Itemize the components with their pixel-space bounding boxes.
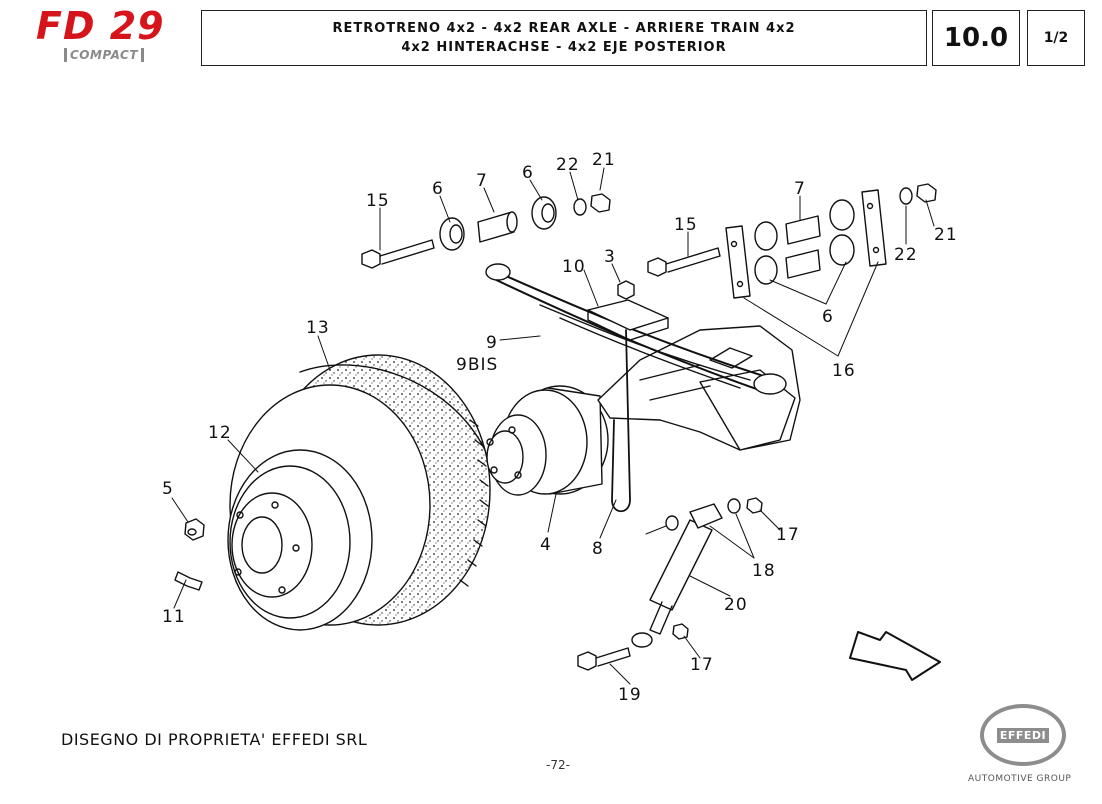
wheel-nut bbox=[184, 518, 205, 541]
leaf-spring bbox=[485, 263, 787, 395]
callout-6-top: 6 bbox=[522, 163, 534, 183]
callout-20: 20 bbox=[724, 595, 748, 615]
callout-15-top: 15 bbox=[366, 191, 390, 211]
ownership-notice: DISEGNO DI PROPRIETA' EFFEDI SRL bbox=[61, 730, 368, 749]
brake-drum bbox=[486, 385, 609, 496]
fd29-logo: FD 29 COMPACT bbox=[36, 4, 186, 68]
callout-9: 9 bbox=[486, 333, 498, 353]
callout-18: 18 bbox=[752, 561, 776, 581]
callout-4: 4 bbox=[540, 535, 552, 555]
callout-6-right: 6 bbox=[822, 307, 834, 327]
callout-13: 13 bbox=[306, 318, 330, 338]
section-number: 10.0 bbox=[943, 23, 1009, 53]
sheet-number: 1/2 bbox=[1043, 30, 1069, 46]
brand-subtitle: AUTOMOTIVE GROUP bbox=[968, 774, 1072, 784]
sheet-number-box: 1/2 bbox=[1027, 10, 1085, 66]
bushing-set-top bbox=[439, 193, 611, 251]
callout-7-top: 7 bbox=[476, 171, 488, 191]
wheel-stud bbox=[174, 571, 203, 591]
callout-8: 8 bbox=[592, 539, 604, 559]
callout-11: 11 bbox=[162, 607, 186, 627]
callout-6-left: 6 bbox=[432, 179, 444, 199]
u-bolt-nut bbox=[617, 280, 635, 300]
callout-19: 19 bbox=[618, 685, 642, 705]
callout-16: 16 bbox=[832, 361, 856, 381]
callout-10: 10 bbox=[562, 257, 586, 277]
front-direction-arrow-icon bbox=[849, 631, 941, 681]
effedi-brand-logo: EFFEDI AUTOMOTIVE GROUP bbox=[968, 702, 1078, 792]
shock-bolt bbox=[577, 647, 631, 671]
bushing-set-right bbox=[754, 183, 937, 285]
callout-17-top: 17 bbox=[776, 525, 800, 545]
callout-21-top: 21 bbox=[592, 150, 616, 170]
bolt-right bbox=[647, 247, 721, 277]
callout-22-right: 22 bbox=[894, 245, 918, 265]
brand-name: EFFEDI bbox=[996, 727, 1050, 743]
callout-9bis: 9BIS bbox=[456, 355, 498, 375]
bolt-top bbox=[361, 239, 435, 269]
callout-17-bottom: 17 bbox=[690, 655, 714, 675]
callout-21-right: 21 bbox=[934, 225, 958, 245]
title-line-2: 4x2 HINTERACHSE - 4x2 EJE POSTERIOR bbox=[401, 40, 727, 55]
section-number-box: 10.0 bbox=[932, 10, 1020, 66]
spring-plate bbox=[587, 299, 669, 341]
callout-15-right: 15 bbox=[674, 215, 698, 235]
callout-labels: 15 6 7 6 22 21 7 15 21 22 10 3 6 16 13 9… bbox=[162, 150, 958, 705]
title-line-1: RETROTRENO 4x2 - 4x2 REAR AXLE - ARRIERE… bbox=[332, 21, 796, 36]
effedi-badge: EFFEDI bbox=[980, 704, 1066, 766]
u-bolt bbox=[611, 329, 631, 513]
page-number: -72- bbox=[546, 758, 570, 772]
logo-sub-text: COMPACT bbox=[64, 48, 145, 62]
callout-12: 12 bbox=[208, 423, 232, 443]
title-box: RETROTRENO 4x2 - 4x2 REAR AXLE - ARRIERE… bbox=[201, 10, 927, 66]
shackle-plate-right bbox=[861, 189, 887, 267]
axle-housing bbox=[597, 325, 801, 451]
leader-lines bbox=[171, 167, 935, 685]
shock-absorber bbox=[631, 503, 723, 648]
rim bbox=[227, 449, 373, 631]
callout-3: 3 bbox=[604, 247, 616, 267]
shackle-plate-left bbox=[725, 225, 751, 299]
logo-text: FD 29 bbox=[36, 4, 165, 48]
callout-22-top: 22 bbox=[556, 155, 580, 175]
callout-7-right: 7 bbox=[794, 179, 806, 199]
callout-5: 5 bbox=[162, 479, 174, 499]
